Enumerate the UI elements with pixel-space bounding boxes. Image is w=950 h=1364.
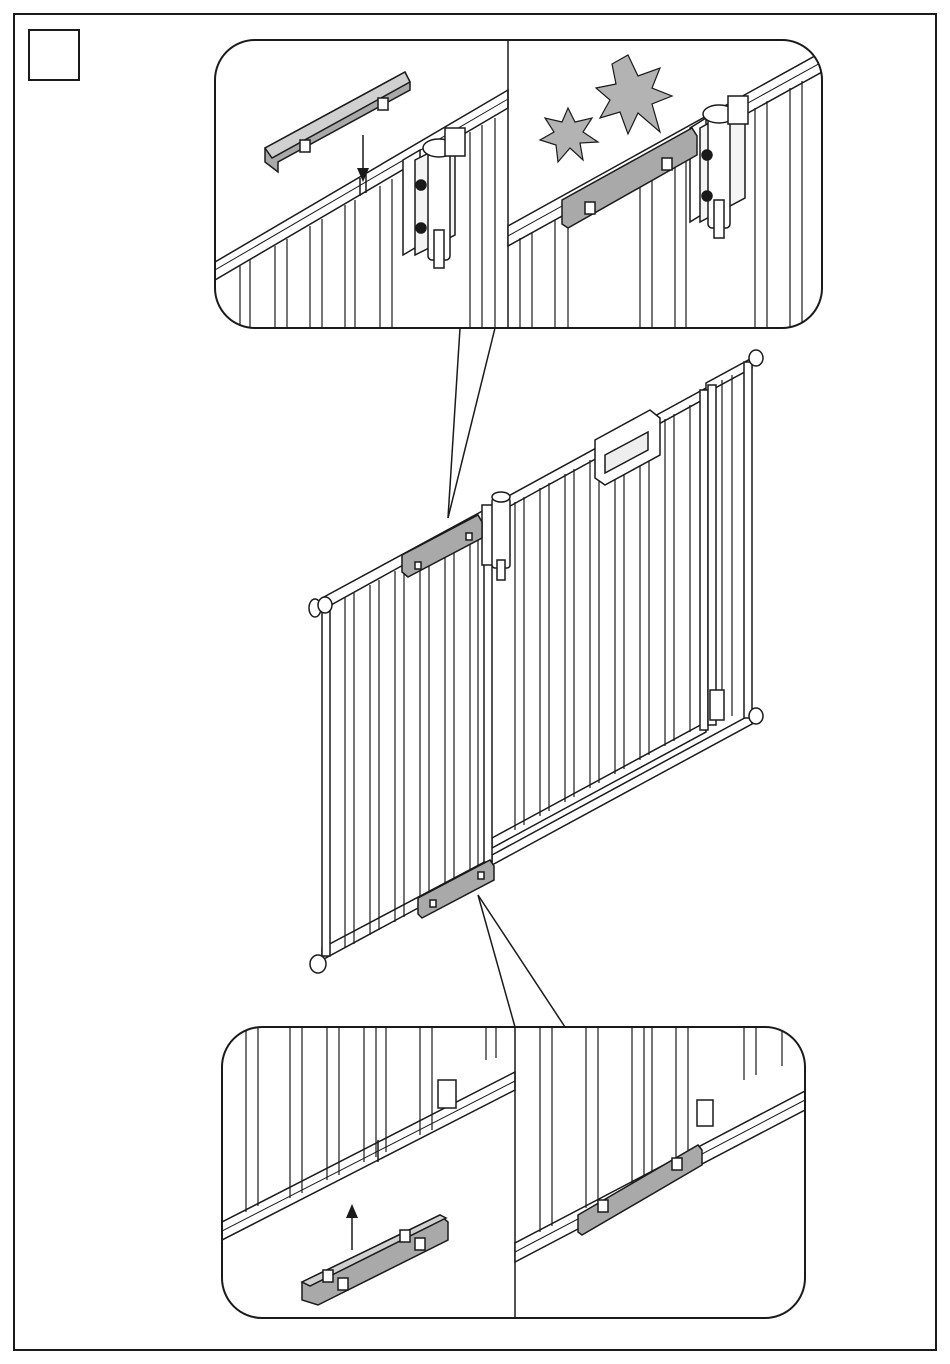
top-detail-panel	[215, 40, 822, 330]
top-callout-pointer-left	[448, 328, 460, 518]
step-number-box	[28, 29, 80, 81]
bottom-detail-panel	[222, 1027, 805, 1318]
top-callout-pointer-right	[448, 328, 495, 518]
bottom-callout-pointer-left	[478, 895, 515, 1027]
bottom-callout-pointer-right	[478, 895, 565, 1027]
safety-gate	[309, 350, 763, 973]
